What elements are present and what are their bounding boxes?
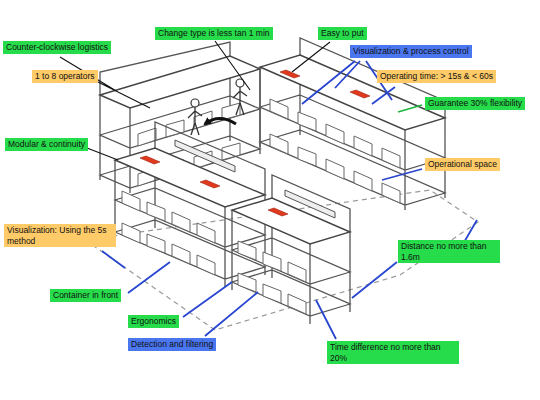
operator-head <box>191 99 199 107</box>
red-marker <box>140 70 370 216</box>
callout-box: Distance no more than 1.6m <box>398 240 500 263</box>
callout-box: Operational space <box>425 158 500 171</box>
callout-box: Visualization & process control <box>350 45 472 58</box>
callout-text: Detection and filtering <box>131 339 213 350</box>
callout-box: Easy to put <box>318 27 367 40</box>
callout-box: Change type is less tan 1 min <box>155 27 273 40</box>
callout-text: Guarantee 30% flexibility <box>428 98 522 109</box>
callout-box: 1 to 8 operators <box>32 70 98 83</box>
callout-text: Time difference no more than 20% <box>330 342 456 363</box>
callout-box: Detection and filtering <box>128 338 216 351</box>
leader-line <box>60 41 330 160</box>
callout-text: Change type is less tan 1 min <box>158 28 270 39</box>
flow-arrow <box>205 119 236 125</box>
operator-body <box>233 87 247 115</box>
callout-box: Modular & continuity <box>5 138 88 151</box>
callout-text: Operating time: > 15s & < 60s <box>380 71 493 82</box>
leader-line <box>398 105 422 112</box>
container-bins <box>238 241 306 314</box>
bench-top <box>115 148 265 207</box>
callout-box: Ergonomics <box>128 315 179 328</box>
callout-box: Time difference no more than 20% <box>327 341 459 364</box>
bench-frame <box>115 122 265 287</box>
callout-text: Easy to put <box>321 28 364 39</box>
callout-box: Guarantee 30% flexibility <box>425 97 525 110</box>
callout-text: Modular & continuity <box>8 139 85 150</box>
callout-text: Ergonomics <box>131 316 176 327</box>
leader-line <box>102 61 477 339</box>
callout-text: 1 to 8 operators <box>35 71 95 82</box>
operator-body <box>188 107 202 135</box>
bench-top <box>232 198 350 244</box>
bench-top <box>100 56 260 108</box>
callout-text: Visualization: Using the 5s method <box>7 225 113 246</box>
callout-box: Operating time: > 15s & < 60s <box>377 70 496 83</box>
callout-box: Counter-clockwise logistics <box>3 41 111 54</box>
bench-frame <box>232 175 350 324</box>
callout-box: Visualization: Using the 5s method <box>4 224 116 247</box>
callout-text: Distance no more than 1.6m <box>401 241 497 262</box>
callout-text: Operational space <box>428 159 497 170</box>
callout-text: Container in front <box>53 290 118 301</box>
callout-box: Container in front <box>50 289 121 302</box>
callout-text: Counter-clockwise logistics <box>6 42 108 53</box>
callout-text: Visualization & process control <box>353 46 469 57</box>
